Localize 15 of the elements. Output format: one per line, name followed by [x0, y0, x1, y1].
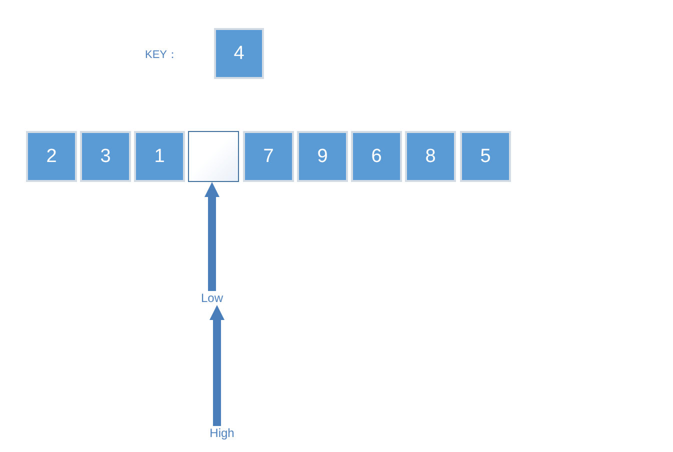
array-cell: 9 [297, 131, 348, 182]
array-cell: 2 [26, 131, 77, 182]
pointer-label: High [210, 426, 234, 440]
empty-cell [188, 131, 239, 182]
pointer-label: Low [201, 291, 223, 305]
key-label: KEY： [144, 48, 178, 62]
arrow [204, 182, 220, 291]
key-value: 4 [234, 42, 244, 64]
array-cell: 3 [80, 131, 131, 182]
array-cell: 8 [405, 131, 456, 182]
array-cell: 5 [460, 131, 511, 182]
array-cell: 7 [243, 131, 294, 182]
array-cell: 6 [351, 131, 402, 182]
arrow [210, 305, 224, 426]
array-cell: 1 [134, 131, 185, 182]
